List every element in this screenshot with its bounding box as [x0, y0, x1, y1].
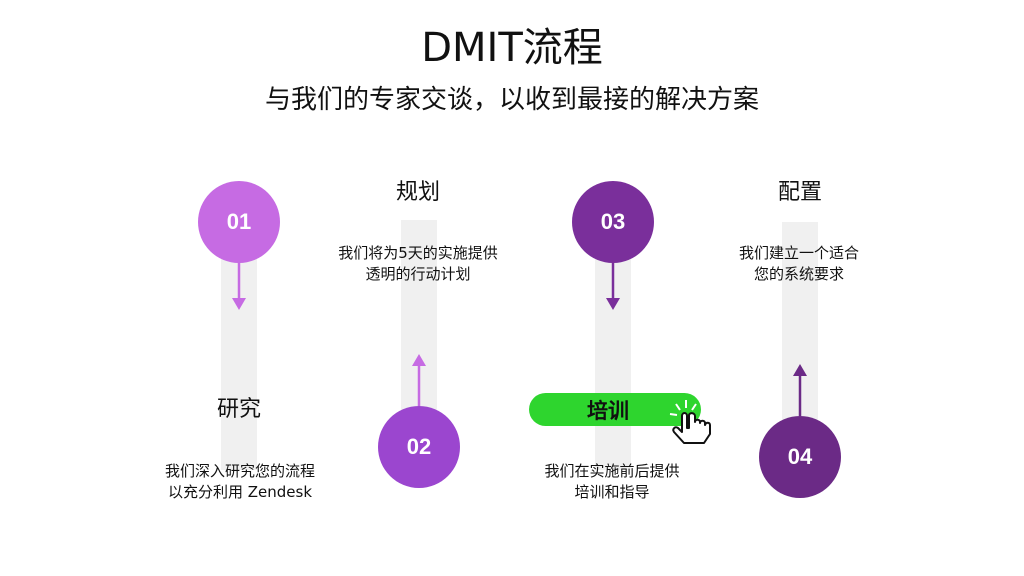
step-02-circle: 02	[378, 406, 460, 488]
step-01-title: 研究	[216, 397, 261, 422]
step-02-description: 我们将为5天的实施提供 透明的行动计划	[338, 244, 498, 283]
step-03-description: 我们在实施前后提供 培训和指导	[544, 462, 680, 501]
step-01-circle: 01	[198, 181, 280, 263]
arrow-up-icon	[793, 364, 807, 416]
page-title: DMIT流程	[421, 25, 603, 71]
step-02-number: 02	[406, 434, 432, 459]
step-04-number: 04	[787, 444, 813, 469]
step-04-title: 配置	[777, 180, 822, 205]
step-03-title: 培训	[587, 398, 629, 423]
step-02-title: 规划	[395, 180, 440, 205]
hand-pointer-icon	[669, 400, 711, 444]
step-01-description: 我们深入研究您的流程 以充分利用 Zendesk	[164, 462, 315, 501]
step-03-circle: 03	[572, 181, 654, 263]
arrow-up-icon	[412, 354, 426, 406]
step-03-number: 03	[600, 209, 626, 234]
arrow-down-icon	[232, 262, 246, 310]
step-04-circle: 04	[759, 416, 841, 498]
step-03-highlight-button[interactable]: 培训	[529, 393, 701, 426]
page-subtitle: 与我们的专家交谈，以收到最接的解决方案	[264, 85, 759, 115]
step-01-number: 01	[226, 209, 252, 234]
arrow-down-icon	[606, 262, 620, 310]
step-04-description: 我们建立一个适合 您的系统要求	[738, 244, 859, 283]
